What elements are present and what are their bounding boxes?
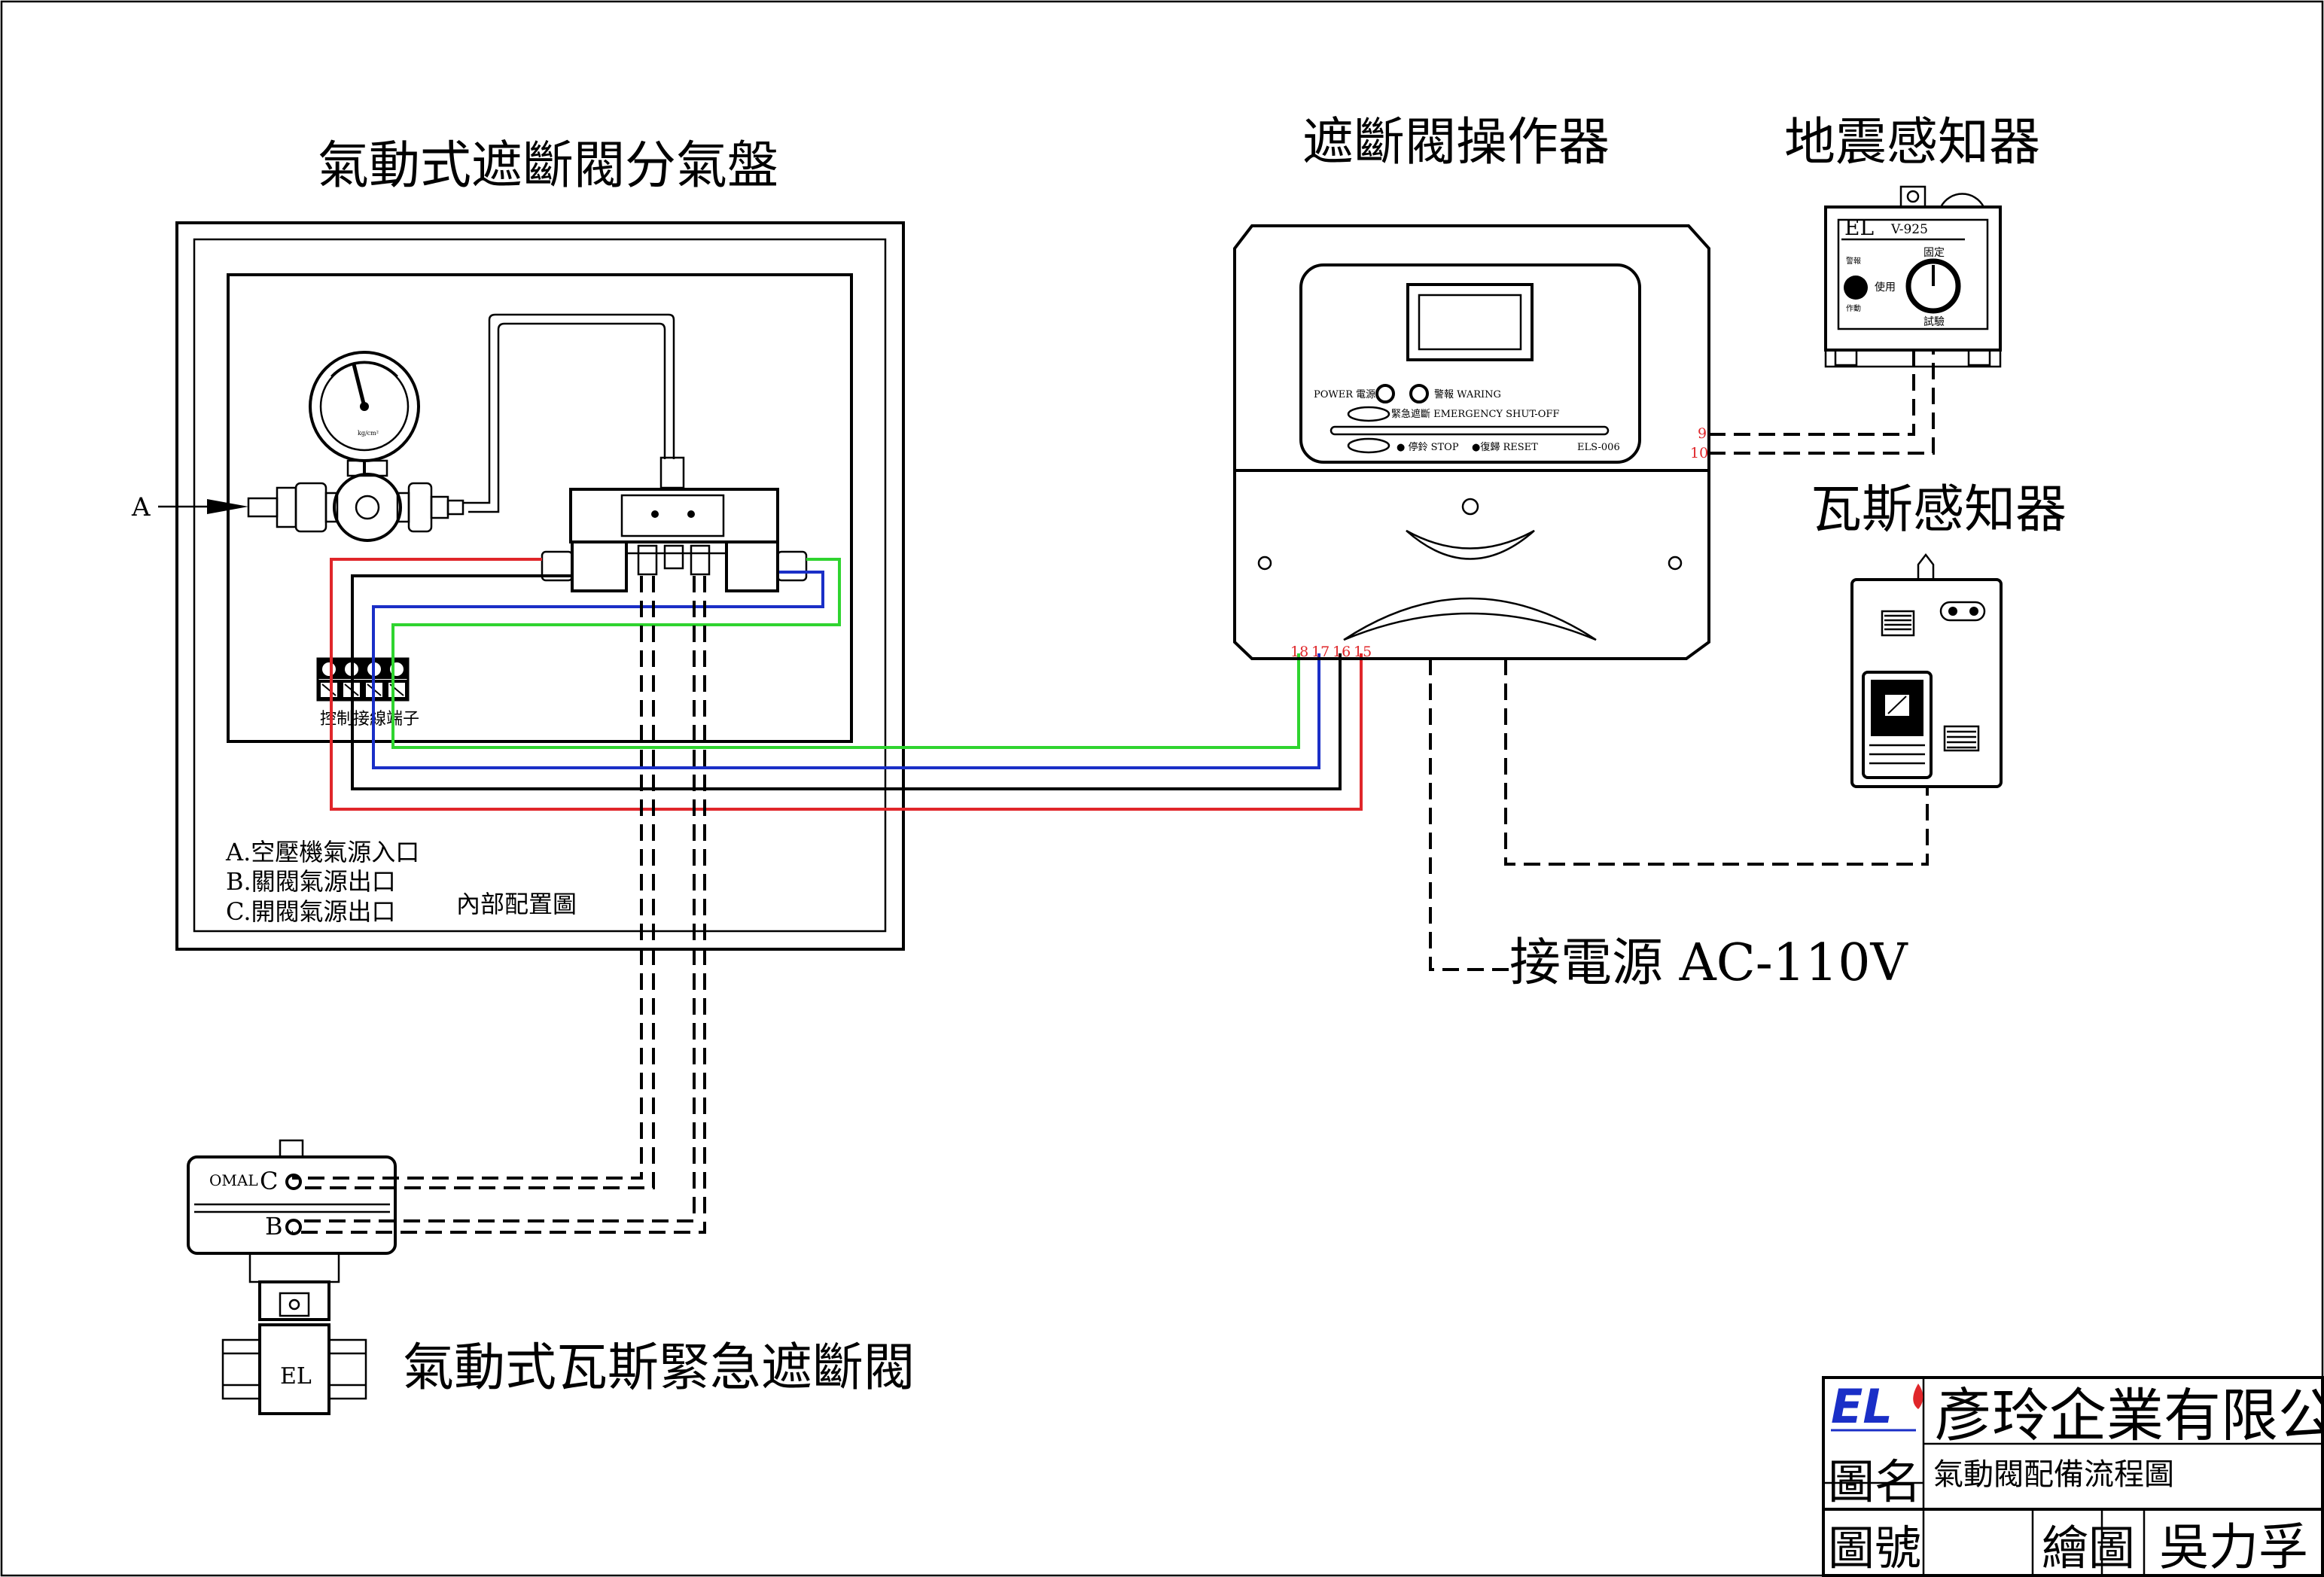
solenoid-manifold bbox=[541, 456, 808, 592]
air-lines-to-actuator bbox=[292, 576, 706, 1234]
quake-sensor-title: 地震感知器 bbox=[1784, 113, 2040, 172]
port-c bbox=[285, 1174, 302, 1190]
drawing-number-label: 圖號 bbox=[1828, 1521, 1921, 1575]
quake-sensor-cable-9 bbox=[1709, 350, 1915, 436]
pressure-gauge: kg/cm² bbox=[309, 351, 420, 474]
company-logo: EL bbox=[1831, 1379, 1893, 1434]
inlet-valve bbox=[247, 459, 464, 542]
drawn-by: 吳力孚 bbox=[2159, 1518, 2308, 1576]
inlet-marker: A bbox=[131, 492, 151, 522]
gas-leak-sensor bbox=[1850, 553, 2003, 788]
gauge-unit: kg/cm² bbox=[358, 430, 379, 437]
quake-dial-fixed: 固定 bbox=[1923, 247, 1945, 259]
company-name: 彥玲企業有限公司 bbox=[1935, 1382, 2324, 1449]
stop-label: ● 停鈴 STOP bbox=[1397, 441, 1459, 453]
gas-distribution-panel: A kg/cm² bbox=[131, 221, 905, 951]
terminal-9: 9 bbox=[1698, 425, 1707, 442]
blue-wire bbox=[372, 571, 1320, 769]
alarm-indicator-label: 警報 WARING bbox=[1434, 388, 1501, 400]
legend-line-a: A.空壓機氣源入口 bbox=[225, 838, 419, 866]
emergency-shutoff-button bbox=[1347, 406, 1390, 422]
red-wire bbox=[330, 558, 1363, 811]
terminal-15: 15 bbox=[1354, 644, 1372, 660]
control-wiring bbox=[330, 558, 1363, 811]
title-block: EL 彥玲企業有限公司 圖名 氣動閥配備流程圖 圖號 繪圖 吳力孚 bbox=[1822, 1376, 2324, 1577]
gas-sensor-test-switch bbox=[1862, 671, 1933, 779]
reset-label: ●復歸 RESET bbox=[1472, 441, 1538, 453]
logo-flame-icon bbox=[1913, 1384, 1923, 1409]
mount-hole-right bbox=[1668, 556, 1683, 571]
shutoff-valve-controller: POWER 電源 警報 WARING 緊急遮斷 EMERGENCY SHUT-O… bbox=[1233, 224, 1710, 660]
controller-front-panel bbox=[1299, 263, 1641, 464]
drawn-by-label: 繪圖 bbox=[2042, 1521, 2135, 1575]
port-c-label: C bbox=[260, 1167, 278, 1195]
legend-line-b: B.關閥氣源出口 bbox=[226, 867, 396, 896]
layout-caption: 內部配置圖 bbox=[456, 890, 577, 918]
alarm-indicator bbox=[1409, 384, 1429, 403]
inlet-arrow-head bbox=[207, 499, 248, 514]
quake-action-label: 作動 bbox=[1846, 303, 1861, 313]
actuator-brand: OMAL bbox=[209, 1171, 258, 1189]
panel-outer-frame bbox=[175, 221, 905, 951]
controller-display bbox=[1406, 283, 1534, 361]
port-b bbox=[285, 1219, 302, 1235]
power-indicator-label: POWER 電源 bbox=[1314, 389, 1375, 400]
quake-alarm-label: 警報 bbox=[1846, 256, 1861, 266]
drawing-name: 氣動閥配備流程圖 bbox=[1933, 1457, 2174, 1492]
valve-body-label: EL bbox=[280, 1363, 312, 1390]
pneumatic-shutoff-valve: OMAL C B EL bbox=[187, 1139, 397, 1415]
gas-sensor-cable bbox=[1504, 659, 1929, 866]
gas-sensor-body bbox=[1850, 578, 2003, 788]
power-cable bbox=[1429, 659, 1509, 971]
earthquake-sensor: EL V-925 警報 作動 固定 使用 試驗 bbox=[1824, 185, 2002, 368]
speaker-arc-top bbox=[1406, 529, 1535, 560]
terminal-18: 18 bbox=[1290, 644, 1308, 660]
black-wire bbox=[351, 574, 1342, 790]
terminal-10: 10 bbox=[1690, 445, 1708, 461]
emergency-shutoff-label: 緊急遮斷 EMERGENCY SHUT-OFF bbox=[1391, 408, 1559, 420]
drawing-name-label: 圖名 bbox=[1828, 1454, 1921, 1509]
speaker-hole bbox=[1461, 498, 1479, 516]
quake-dial-use: 使用 bbox=[1875, 281, 1896, 294]
gas-panel-title: 氣動式遮斷閥分氣盤 bbox=[318, 136, 778, 196]
power-label: 接電源 AC-110V bbox=[1509, 933, 1909, 993]
green-wire bbox=[391, 558, 1300, 749]
terminal-label: 控制接線端子 bbox=[320, 710, 419, 729]
controller-model: ELS-006 bbox=[1577, 442, 1620, 453]
quake-sensor-brand: EL bbox=[1844, 215, 1874, 240]
controller-title: 遮斷閥操作器 bbox=[1302, 113, 1610, 172]
speaker-arc-bottom bbox=[1343, 597, 1597, 641]
controller-divider-bar bbox=[1330, 425, 1610, 436]
terminal-17: 17 bbox=[1311, 644, 1330, 660]
quake-sensor-model: V-925 bbox=[1890, 222, 1928, 237]
air-supply-tube bbox=[463, 313, 675, 504]
quake-sensor-cable-10 bbox=[1709, 350, 1935, 455]
port-b-label: B bbox=[265, 1212, 283, 1241]
quake-alarm-lamp bbox=[1844, 276, 1868, 300]
mount-hole-left bbox=[1257, 556, 1272, 571]
stop-button bbox=[1347, 437, 1390, 454]
gas-sensor-title: 瓦斯感知器 bbox=[1811, 480, 2067, 540]
controller-body-outline bbox=[1233, 224, 1710, 660]
legend-line-c: C.開閥氣源出口 bbox=[226, 897, 396, 926]
quake-dial-test: 試驗 bbox=[1923, 316, 1945, 328]
valve-title: 氣動式瓦斯緊急遮斷閥 bbox=[403, 1338, 915, 1398]
quake-mode-dial bbox=[1905, 258, 1961, 314]
power-indicator bbox=[1375, 384, 1395, 403]
panel-inner-frame bbox=[193, 238, 887, 933]
terminal-16: 16 bbox=[1333, 644, 1351, 660]
